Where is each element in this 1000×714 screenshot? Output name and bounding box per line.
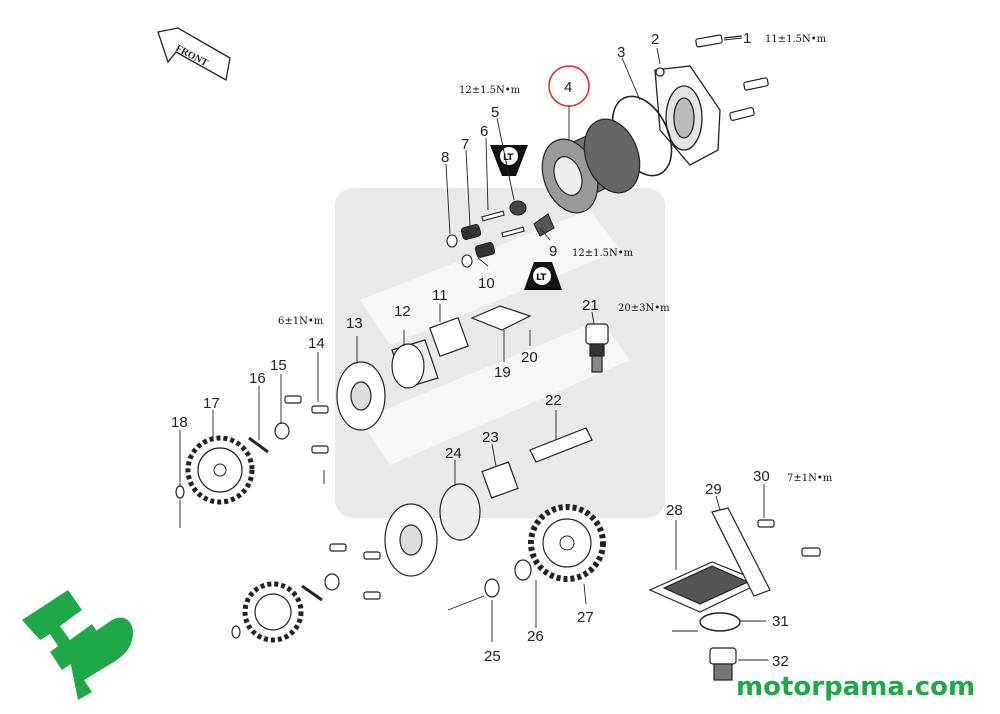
torque-bolt-1: 11±1.5N•m: [765, 34, 827, 45]
svg-text:LT: LT: [536, 273, 547, 283]
gear-lower-left: [242, 581, 304, 643]
callout-14: 14: [308, 335, 325, 352]
callout-25: 25: [484, 648, 501, 665]
callout-19: 19: [494, 364, 511, 381]
callout-7: 7: [461, 136, 469, 153]
brand-logo-icon: [22, 590, 134, 700]
oil-pump-upper: [336, 305, 532, 431]
oil-pump-lower: [384, 427, 593, 577]
leader-lines: [179, 37, 768, 661]
callout-5: 5: [491, 104, 499, 121]
callout-32: 32: [772, 653, 789, 670]
front-arrow: FRONT: [157, 27, 231, 82]
callout-16: 16: [249, 370, 266, 387]
callout-11: 11: [432, 287, 448, 304]
lt-badge-lower: LT: [524, 262, 562, 290]
callout-24: 24: [445, 445, 462, 462]
torque-part-13: 6±1N•m: [278, 316, 324, 327]
callout-29: 29: [705, 481, 722, 498]
callout-23: 23: [482, 429, 499, 446]
plug-32: [709, 647, 737, 681]
callout-26: 26: [527, 628, 544, 645]
small-valve-parts: [446, 200, 555, 268]
lt-badge-upper: LT: [490, 145, 528, 176]
callout-numbers: 1 2 3 4 5 6 7 8 9 10 11 12 13 14 15 16 1…: [171, 30, 789, 670]
bolt-1: [695, 34, 769, 121]
callout-18: 18: [171, 414, 188, 431]
torque-specs: 11±1.5N•m 12±1.5N•m 12±1.5N•m 20±3N•m 6±…: [278, 34, 833, 484]
callout-28: 28: [666, 502, 683, 519]
brand-text: motorpama.com: [736, 672, 976, 702]
callout-2: 2: [651, 31, 659, 48]
cover-2: [654, 65, 721, 166]
svg-text:LT: LT: [503, 153, 514, 163]
gear-27: [528, 504, 606, 582]
callout-3: 3: [617, 44, 625, 61]
gear-17: [185, 435, 255, 505]
ring-31: [699, 612, 741, 632]
callout-17: 17: [203, 395, 220, 412]
callout-1: 1: [743, 30, 751, 47]
plate-29: [711, 507, 771, 597]
callout-31: 31: [772, 613, 789, 630]
misc-fasteners: [175, 395, 821, 639]
callout-12: 12: [394, 303, 411, 320]
callout-30: 30: [753, 468, 770, 485]
callout-21: 21: [582, 297, 599, 314]
callout-9: 9: [549, 243, 557, 260]
callout-15: 15: [270, 357, 287, 374]
torque-part-21: 20±3N•m: [618, 303, 670, 314]
callout-10: 10: [478, 275, 495, 292]
torque-part-30: 7±1N•m: [787, 473, 833, 484]
sensor-21: [585, 323, 609, 373]
torque-filter: 12±1.5N•m: [459, 85, 521, 96]
callout-4: 4: [564, 79, 572, 96]
callout-20: 20: [521, 349, 538, 366]
callout-8: 8: [441, 149, 449, 166]
oil-filter-4: [541, 118, 641, 214]
callout-13: 13: [346, 315, 363, 332]
torque-part-9: 12±1.5N•m: [572, 248, 634, 259]
callout-6: 6: [480, 123, 488, 140]
callout-22: 22: [545, 392, 562, 409]
callout-27: 27: [577, 609, 594, 626]
